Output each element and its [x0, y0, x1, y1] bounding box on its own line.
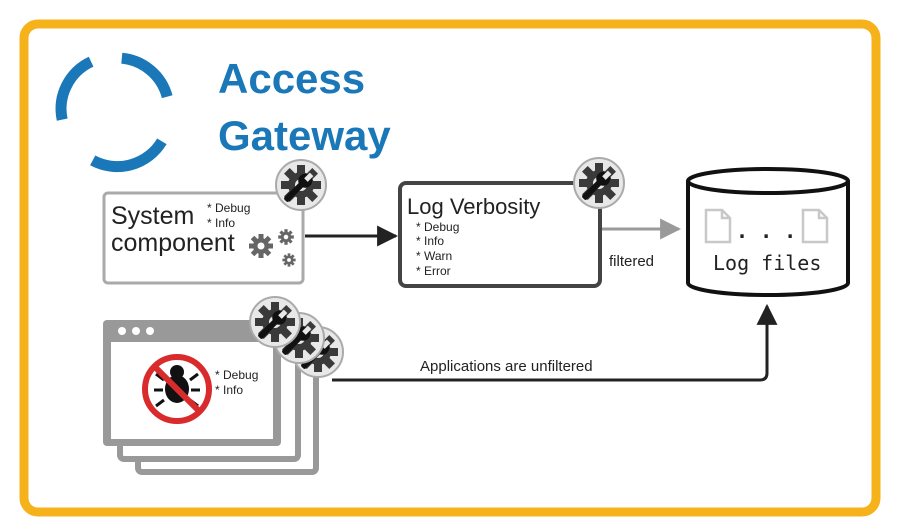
log-verbosity-box — [398, 181, 602, 288]
log-verbosity-title: Log Verbosity — [407, 194, 540, 219]
system-component-level-info: * Info — [207, 216, 235, 230]
edge-label-filtered: filtered — [609, 253, 654, 270]
title-line2: Gateway — [218, 112, 391, 159]
gear-wrench-icon — [573, 157, 625, 209]
application-level-info: * Info — [215, 383, 243, 397]
edge-label-unfiltered: Applications are unfiltered — [420, 358, 593, 375]
system-component-title-line1: System — [111, 202, 194, 230]
title-line1: Access — [218, 55, 365, 102]
gear-wrench-icon — [275, 159, 327, 211]
application-window-front — [103, 320, 281, 446]
log-files-dots: . . . — [736, 219, 796, 243]
log-files-label: Log files — [713, 251, 821, 275]
system-component-level-debug: * Debug — [207, 201, 250, 215]
gears-icon — [249, 234, 273, 258]
log-verbosity-level-info: * Info — [416, 234, 444, 248]
log-verbosity-level-debug: * Debug — [416, 220, 459, 234]
document-icon — [801, 208, 829, 244]
access-gateway-logo — [55, 52, 173, 173]
system-component-title-line2: component — [111, 229, 235, 257]
no-bug-icon — [142, 354, 212, 424]
document-icon — [704, 208, 732, 244]
system-component-box — [102, 191, 305, 285]
gear-wrench-icon — [249, 296, 301, 348]
gears-icon-small-2 — [282, 253, 296, 267]
gears-icon-small — [278, 229, 294, 245]
edge-apps-to-logs — [332, 303, 778, 382]
application-level-debug: * Debug — [215, 368, 258, 382]
log-verbosity-level-warn: * Warn — [416, 249, 452, 263]
log-verbosity-level-error: * Error — [416, 264, 451, 278]
